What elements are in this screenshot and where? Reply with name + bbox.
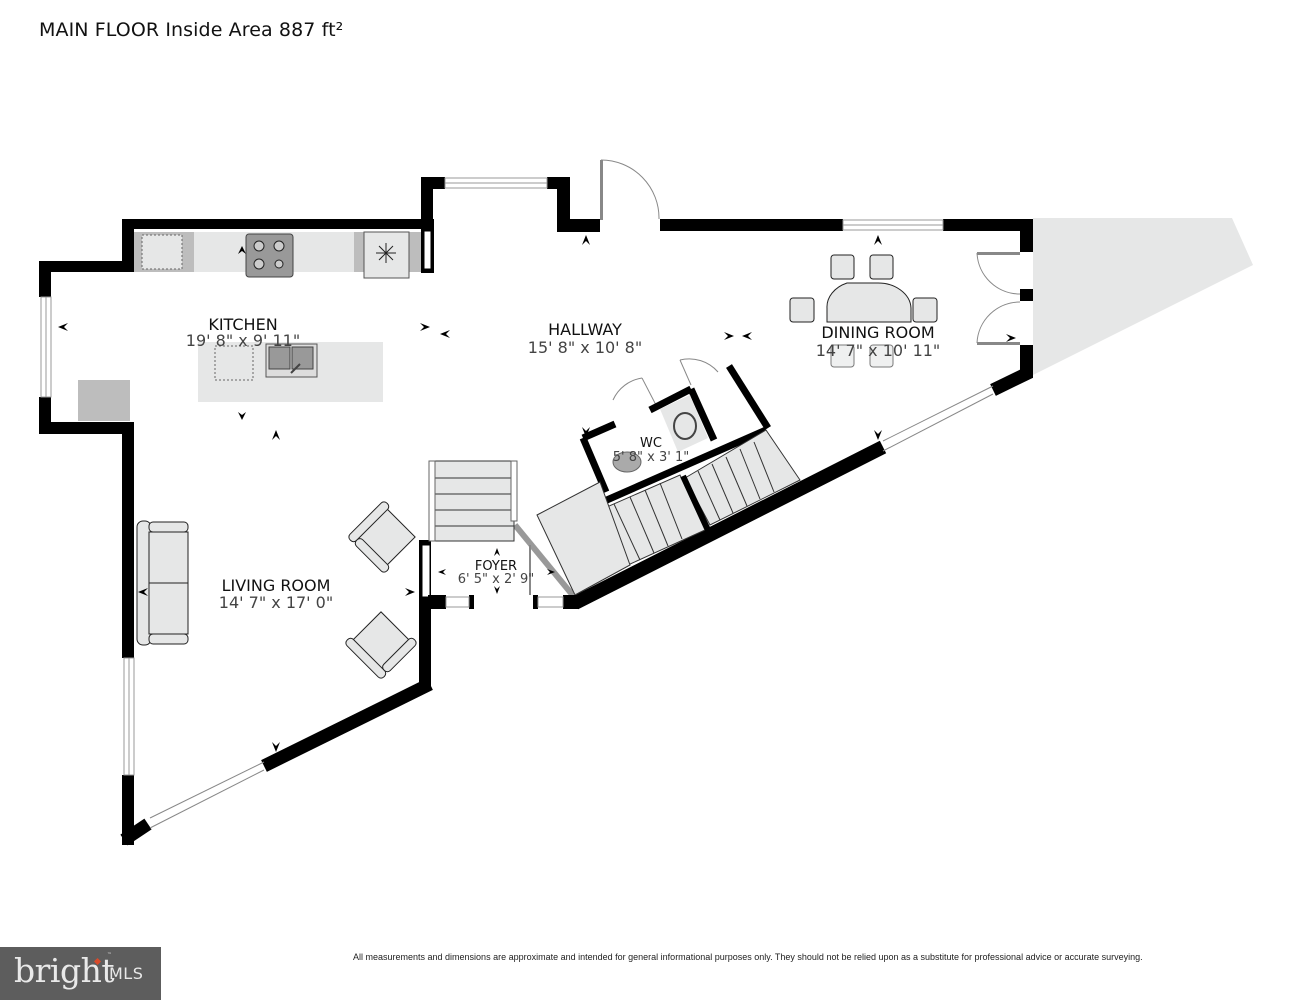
wc-label: WC: [640, 436, 662, 451]
hallway-label: HALLWAY: [548, 320, 622, 339]
living-room-label: LIVING ROOM: [222, 576, 331, 595]
disclaimer-text: All measurements and dimensions are appr…: [353, 952, 1143, 962]
wc-sink-icon: [673, 412, 697, 440]
diagonal-walls: [120, 366, 1033, 846]
foyer-windows: [445, 596, 564, 608]
kitchen-label: KITCHEN: [208, 315, 277, 334]
toilet-icon: [612, 451, 642, 473]
dining-table-icon: [789, 254, 938, 368]
armchair-icon: [348, 501, 416, 573]
windows: [40, 177, 944, 776]
staircase-upper: [512, 429, 801, 600]
logo-mls: MLS: [109, 964, 144, 983]
armchair-icon: [345, 611, 417, 679]
doors: [600, 159, 1021, 406]
bright-mls-logo: bright ™ MLS: [0, 947, 161, 1000]
sofa-icon: [136, 520, 189, 646]
dining-room-dimensions: 14' 7" x 10' 11": [816, 341, 941, 360]
wc-walls: [579, 364, 771, 507]
stove-icon: [245, 233, 294, 278]
foyer-label: FOYER: [475, 559, 517, 574]
logo-wordmark: bright: [14, 951, 115, 990]
wc-vanity: [660, 395, 708, 452]
view-markers: [58, 235, 1016, 752]
diagonal-windows: [149, 385, 994, 829]
logo-trademark: ™: [107, 952, 112, 958]
dining-room-label: DINING ROOM: [821, 323, 934, 342]
foyer-walls: [428, 595, 579, 609]
refrigerator-snowflake-icon: [376, 243, 396, 263]
floor-title: MAIN FLOOR Inside Area 887 ft²: [39, 19, 344, 41]
foyer-dimensions: 6' 5" x 2' 9": [458, 572, 534, 587]
living-room-dimensions: 14' 7" x 17' 0": [219, 593, 333, 612]
wc-dimensions: 5' 8" x 3' 1": [613, 450, 689, 465]
outdoor-patio-area: [1033, 218, 1253, 375]
kitchen-dimensions: 19' 8" x 9' 11": [186, 331, 300, 350]
staircase-foyer: [428, 460, 518, 542]
sink-icon: [265, 343, 318, 378]
hallway-dimensions: 15' 8" x 10' 8": [528, 338, 642, 357]
